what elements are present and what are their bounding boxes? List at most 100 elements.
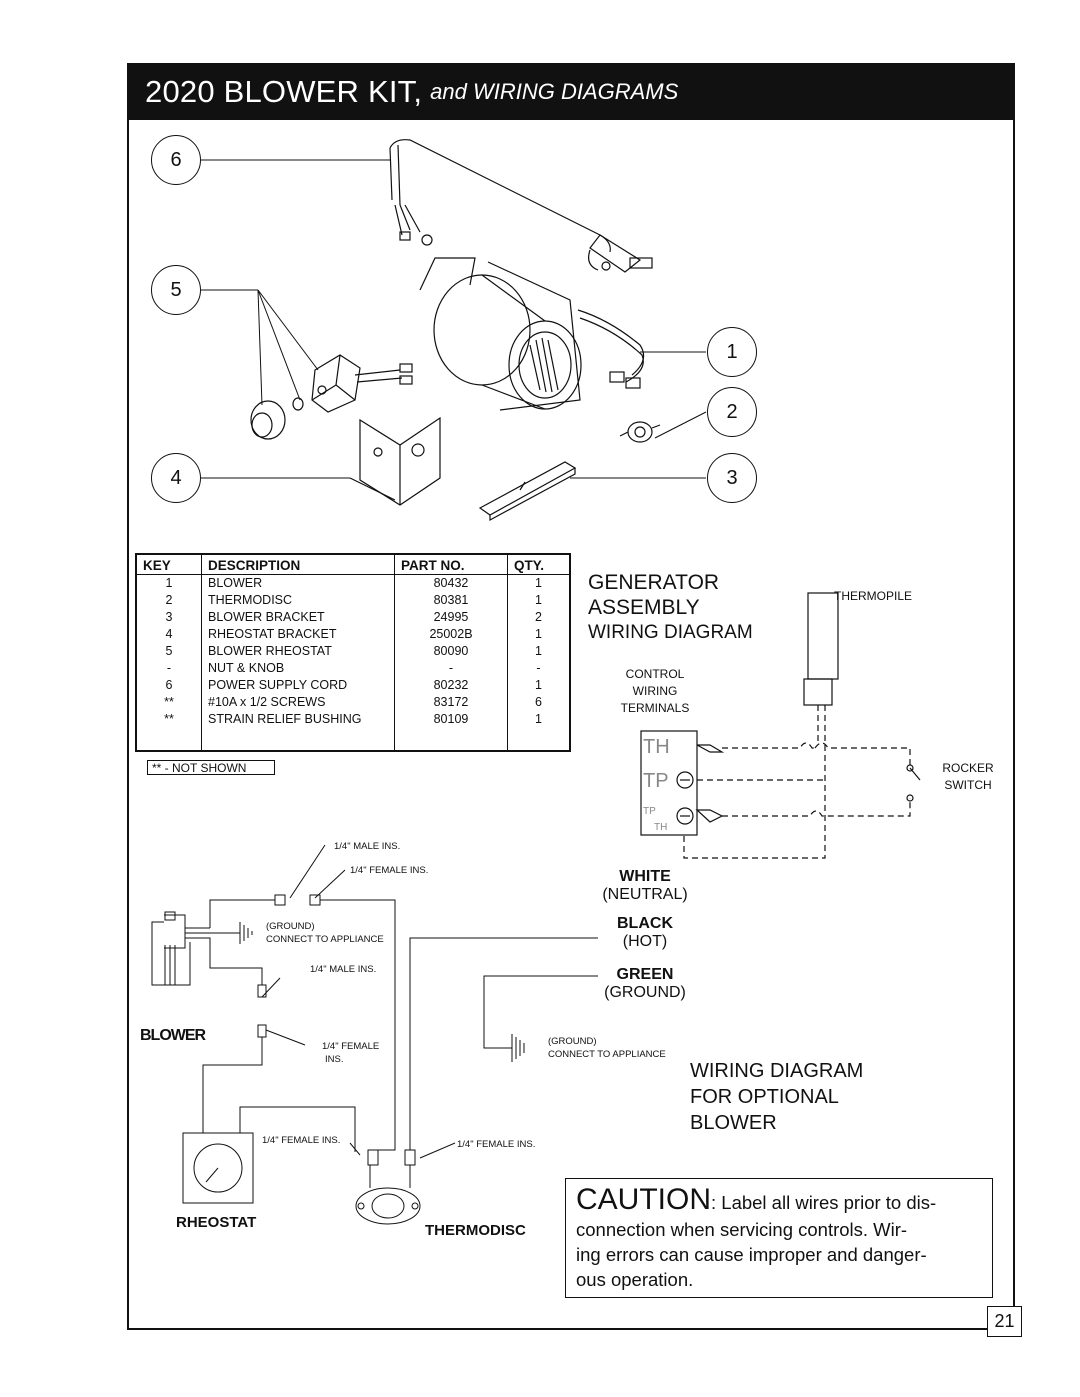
cell-description: BLOWER BRACKET	[201, 609, 395, 626]
female-ins-label-4: 1/4" FEMALE INS.	[457, 1139, 536, 1150]
cell-part-no: 24995	[394, 609, 508, 626]
female-ins-label-2b: INS.	[325, 1054, 344, 1065]
optional-title-l1: WIRING DIAGRAM	[690, 1060, 864, 1082]
cell-part-no: -	[394, 660, 508, 677]
caution-line3: ing errors can cause improper and danger…	[576, 1244, 927, 1265]
power-cord-drawing	[389, 139, 653, 273]
caution-line1: CAUTION: Label all wires prior to dis-	[576, 1183, 984, 1217]
generator-title-line1: GENERATOR	[588, 571, 720, 594]
cell-description: STRAIN RELIEF BUSHING	[201, 711, 395, 728]
cell-qty: 2	[507, 609, 570, 626]
cell-key: 2	[165, 593, 173, 607]
col-key: KEY	[136, 554, 202, 575]
blower-label: BLOWER	[140, 1027, 206, 1044]
col-part-no: PART NO.	[394, 554, 508, 575]
cell-description: POWER SUPPLY CORD	[201, 677, 395, 694]
cell-key: **	[164, 695, 174, 709]
terminal-tp-small: TP	[643, 806, 656, 817]
table-row-spacer	[136, 728, 570, 751]
cell-key: **	[164, 712, 174, 726]
cell-qty: 1	[507, 592, 570, 609]
male-ins-label-2: 1/4" MALE INS.	[310, 964, 377, 975]
connect-appliance-label-1: CONNECT TO APPLIANCE	[266, 934, 384, 945]
optional-blower-wiring-diagram	[151, 844, 598, 1225]
cell-key: -	[166, 661, 172, 675]
callout-6: 6	[151, 135, 201, 185]
caution-word: CAUTION	[576, 1183, 711, 1216]
table-row: 6 POWER SUPPLY CORD 80232 1	[136, 677, 570, 694]
cell-qty: 6	[507, 694, 570, 711]
blower-bracket-drawing	[478, 461, 577, 522]
control-label-l2: WIRING	[632, 684, 678, 698]
page-number: 21	[987, 1306, 1022, 1337]
col-qty: QTY.	[507, 554, 570, 575]
control-wiring-terminals-label: CONTROL WIRING TERMINALS	[612, 666, 698, 717]
male-ins-label-1: 1/4" MALE INS.	[334, 841, 401, 852]
callout-4: 4	[151, 453, 201, 503]
table-row: 4 RHEOSTAT BRACKET 25002B 1	[136, 626, 570, 643]
generator-title: GENERATOR ASSEMBLY	[588, 570, 719, 620]
caution-line2: connection when servicing controls. Wir-	[576, 1219, 908, 1240]
rocker-label-l2: SWITCH	[944, 778, 992, 792]
table-header-row: KEY DESCRIPTION PART NO. QTY.	[136, 554, 570, 575]
generator-title-line2: ASSEMBLY	[588, 596, 700, 619]
terminal-th-small: TH	[654, 822, 668, 833]
callout-leaders	[201, 159, 707, 479]
cell-part-no: 80109	[394, 711, 508, 728]
thermopile-label: THERMOPILE	[834, 589, 913, 603]
connect-appliance-label-2: CONNECT TO APPLIANCE	[548, 1049, 666, 1060]
cell-key: 4	[165, 627, 173, 641]
cell-description: RHEOSTAT BRACKET	[201, 626, 395, 643]
table-row: 5 BLOWER RHEOSTAT 80090 1	[136, 643, 570, 660]
cell-description: BLOWER	[201, 574, 395, 592]
cell-description: NUT & KNOB	[201, 660, 395, 677]
blower-drawing	[419, 257, 645, 411]
optional-blower-title: WIRING DIAGRAM FOR OPTIONAL BLOWER	[690, 1058, 863, 1136]
wire-green: GREEN (GROUND)	[585, 966, 705, 1002]
callout-2: 2	[707, 387, 757, 437]
cell-qty: -	[507, 660, 570, 677]
wire-white-desc: (NEUTRAL)	[602, 886, 688, 903]
caution-text: : Label all wires prior to dis-	[711, 1192, 937, 1213]
col-description: DESCRIPTION	[201, 554, 395, 575]
table-row: - NUT & KNOB - -	[136, 660, 570, 677]
parts-table: KEY DESCRIPTION PART NO. QTY. 1 BLOWER 8…	[135, 553, 571, 752]
table-row: 1 BLOWER 80432 1	[136, 574, 570, 592]
callout-5: 5	[151, 265, 201, 315]
cell-qty: 1	[507, 677, 570, 694]
cell-key: 1	[165, 576, 173, 590]
cell-key: 3	[165, 610, 173, 624]
cell-part-no: 25002B	[394, 626, 508, 643]
caution-line4: ous operation.	[576, 1269, 694, 1290]
thermodisc-drawing	[619, 421, 661, 443]
cell-part-no: 83172	[394, 694, 508, 711]
cell-part-no: 80432	[394, 574, 508, 592]
cell-part-no: 80090	[394, 643, 508, 660]
optional-title-l3: BLOWER	[690, 1112, 777, 1134]
generator-subtitle: WIRING DIAGRAM	[588, 622, 753, 643]
cell-part-no: 80232	[394, 677, 508, 694]
rocker-switch-label: ROCKER SWITCH	[934, 760, 1002, 794]
cell-qty: 1	[507, 711, 570, 728]
wire-green-color: GREEN	[616, 966, 674, 983]
female-ins-label-3: 1/4" FEMALE INS.	[262, 1135, 341, 1146]
page-subtitle: and WIRING DIAGRAMS	[430, 78, 679, 104]
rheostat-drawing	[250, 354, 413, 440]
generator-wiring-diagram	[640, 592, 921, 859]
table-row: 3 BLOWER BRACKET 24995 2	[136, 609, 570, 626]
wire-black-color: BLACK	[617, 915, 673, 932]
ground-label-1: (GROUND)	[266, 921, 315, 932]
table-row: ** #10A x 1/2 SCREWS 83172 6	[136, 694, 570, 711]
cell-description: BLOWER RHEOSTAT	[201, 643, 395, 660]
callout-3: 3	[707, 453, 757, 503]
wire-green-desc: (GROUND)	[604, 984, 686, 1001]
rocker-label-l1: ROCKER	[942, 761, 994, 775]
ground-label-2: (GROUND)	[548, 1036, 597, 1047]
rheostat-label: RHEOSTAT	[176, 1214, 257, 1231]
table-row: 2 THERMODISC 80381 1	[136, 592, 570, 609]
thermodisc-label: THERMODISC	[425, 1222, 526, 1239]
cell-qty: 1	[507, 574, 570, 592]
control-label-l3: TERMINALS	[620, 701, 690, 715]
wire-black: BLACK (HOT)	[585, 915, 705, 951]
